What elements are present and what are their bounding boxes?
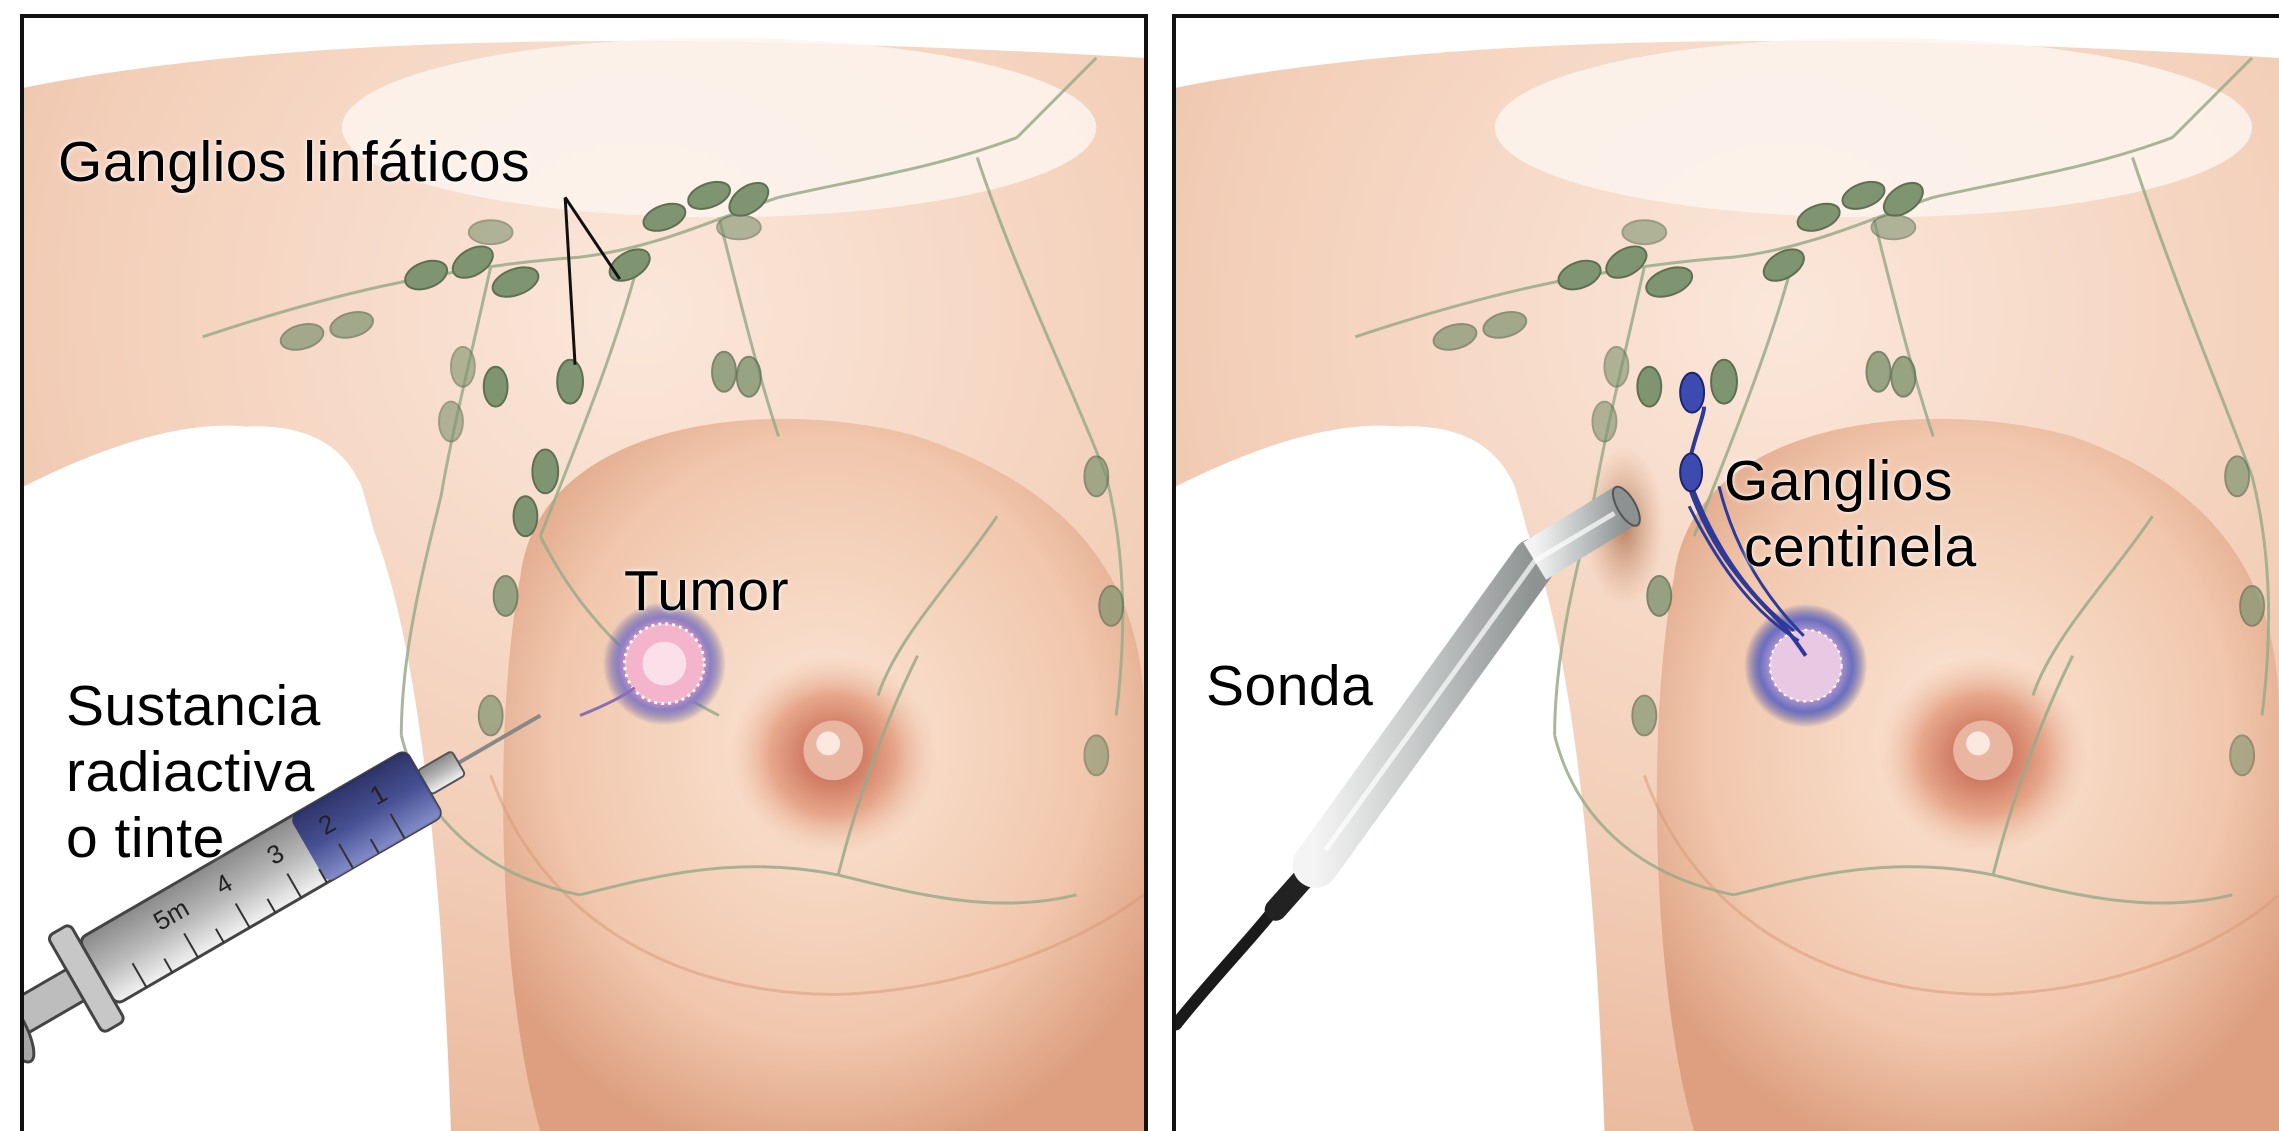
sentinel-node-lower — [1680, 453, 1702, 491]
lymph-nodes-label: Ganglios linfáticos — [58, 134, 530, 191]
injection-panel: 1 2 3 4 5m Ganglios linfáticos Tumor Sus… — [20, 14, 1148, 1131]
sentinel-nodes-label: Ganglios centinela — [1724, 448, 1977, 580]
probe-label: Sonda — [1206, 658, 1373, 715]
tumor-label: Tumor — [624, 563, 789, 620]
substance-label-line-2: radiactiva — [66, 739, 321, 805]
substance-label-line-3: o tinte — [66, 805, 321, 871]
tumor — [1744, 604, 1868, 728]
sentinel-node-upper — [1680, 373, 1704, 413]
substance-label: Sustancia radiactiva o tinte — [66, 673, 321, 871]
substance-label-line-1: Sustancia — [66, 673, 321, 739]
sentinel-label-line-2: centinela — [1724, 514, 1977, 580]
sentinel-label-line-1: Ganglios — [1724, 448, 1977, 514]
probe-panel: Ganglios centinela Sonda — [1172, 14, 2279, 1131]
